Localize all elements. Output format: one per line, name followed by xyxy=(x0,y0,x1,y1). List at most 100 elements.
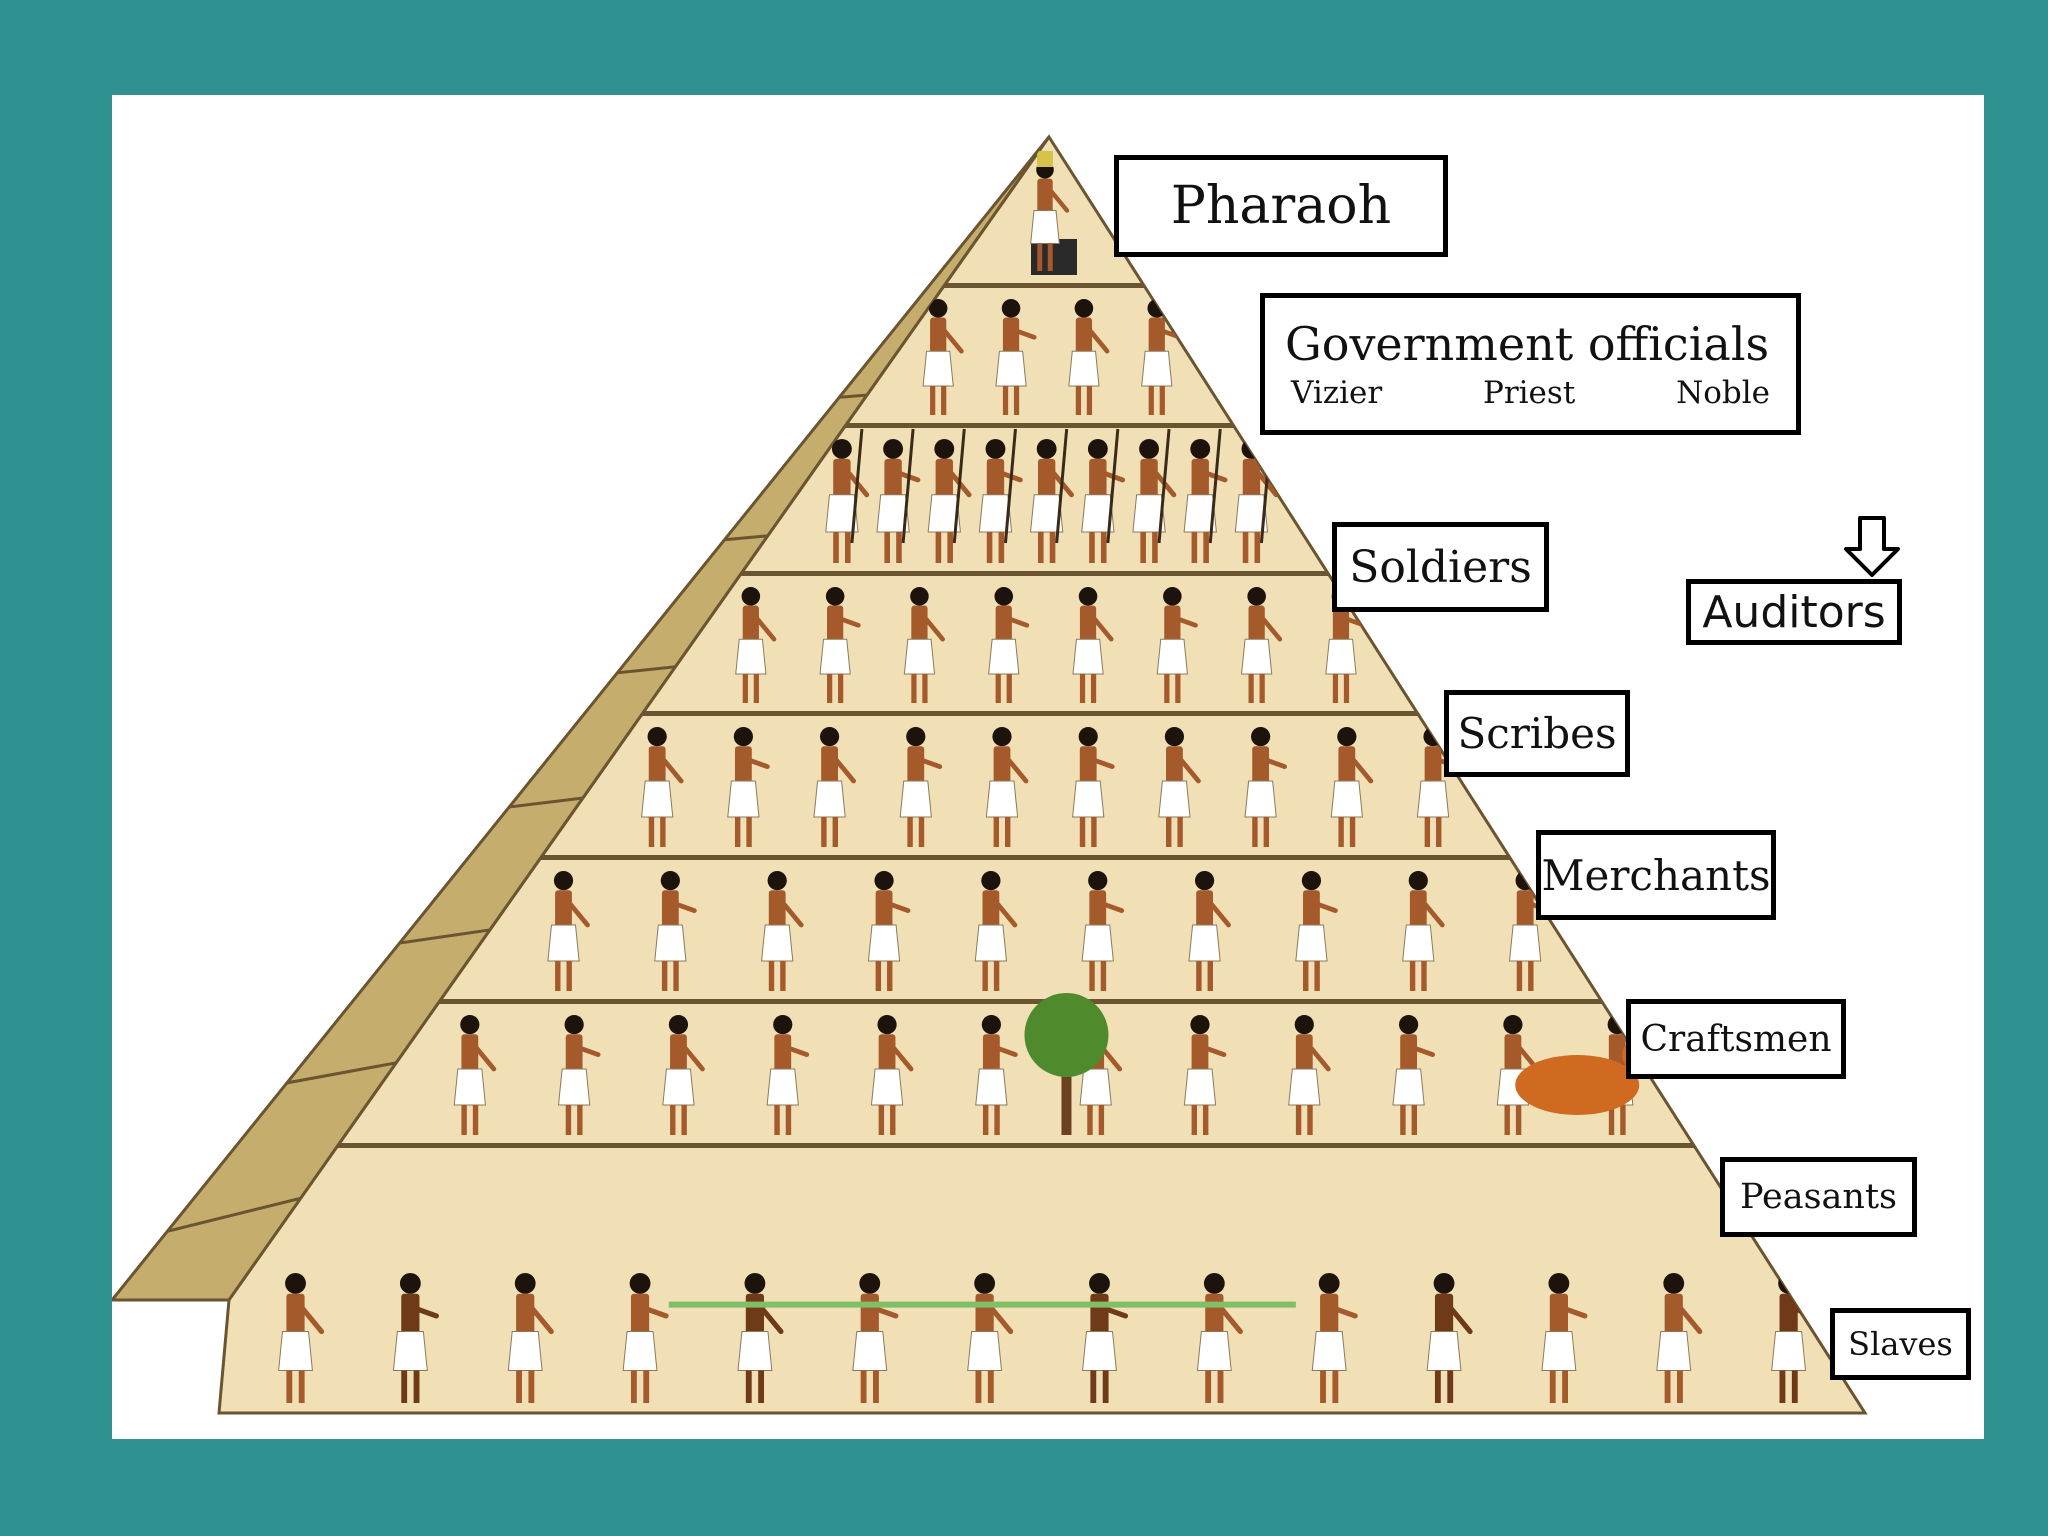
tier-label-text: Merchants xyxy=(1541,850,1771,900)
figure xyxy=(1081,871,1125,991)
figure xyxy=(975,1015,1018,1135)
figure xyxy=(825,439,870,563)
tier-divider-3 xyxy=(219,571,1865,576)
spear xyxy=(1003,428,1017,544)
tier-label-peasants: Peasants xyxy=(1720,1157,1917,1237)
tier-label-merchants: Merchants xyxy=(1536,830,1776,920)
figure xyxy=(1158,727,1201,847)
figure xyxy=(547,871,590,991)
figure xyxy=(557,1015,601,1135)
tier-label-craftsmen: Craftsmen xyxy=(1626,999,1846,1079)
yoke-pole xyxy=(668,1301,1296,1308)
spear xyxy=(901,428,915,544)
figure xyxy=(453,1015,497,1135)
figure xyxy=(974,871,1018,991)
figure xyxy=(662,1015,705,1135)
figure xyxy=(1196,1273,1243,1403)
figure xyxy=(988,587,1030,703)
tier-label-text: Craftsmen xyxy=(1640,1018,1832,1060)
role-vizier: Vizier xyxy=(1291,375,1383,411)
figure xyxy=(1241,587,1283,703)
pyramid-illustration xyxy=(112,134,1868,1415)
role-noble: Noble xyxy=(1676,375,1770,411)
figure xyxy=(1183,439,1228,563)
figure xyxy=(1330,727,1374,847)
spear xyxy=(1106,428,1120,544)
figure xyxy=(1392,1015,1436,1135)
figure xyxy=(1183,1015,1227,1135)
tier-divider-4 xyxy=(219,711,1865,716)
figure xyxy=(641,727,684,847)
tier-divider-7 xyxy=(219,1143,1865,1148)
tier-label-text: Soldiers xyxy=(1349,541,1532,593)
tier-label-soldiers: Soldiers xyxy=(1332,522,1549,612)
figure xyxy=(507,1273,554,1403)
tier-label-text: Pharaoh xyxy=(1170,176,1392,236)
figure xyxy=(1656,1273,1703,1403)
official-roles: Vizier Priest Noble xyxy=(1285,373,1776,413)
figure xyxy=(654,871,697,991)
tree-canopy xyxy=(1024,993,1109,1077)
role-priest: Priest xyxy=(1482,375,1576,411)
figure xyxy=(985,727,1029,847)
figure xyxy=(927,439,972,563)
figure xyxy=(1030,161,1070,271)
figure xyxy=(1288,1015,1331,1135)
figure xyxy=(1188,871,1231,991)
figure xyxy=(766,1015,810,1135)
figure xyxy=(819,587,861,703)
figure xyxy=(813,727,856,847)
figure xyxy=(1311,1273,1358,1403)
annotation-label-auditors: Auditors xyxy=(1686,579,1902,645)
spear xyxy=(1055,428,1069,544)
figure xyxy=(870,1015,914,1135)
figure xyxy=(735,587,777,703)
tier-divider-1 xyxy=(219,283,1865,288)
figure xyxy=(761,871,804,991)
crown xyxy=(1037,151,1053,167)
spear xyxy=(1157,428,1171,544)
tier-label-slaves: Slaves xyxy=(1830,1308,1971,1380)
diagram-panel: Pharaoh Government officials Vizier Prie… xyxy=(112,95,1984,1439)
tier-divider-5 xyxy=(219,855,1865,860)
tier-label-government-officials: Government officials Vizier Priest Noble xyxy=(1260,293,1801,435)
figure xyxy=(995,299,1037,415)
tier-label-text: Peasants xyxy=(1740,1177,1897,1217)
tier-label-text: Slaves xyxy=(1848,1325,1953,1363)
figure xyxy=(899,727,943,847)
figure xyxy=(1072,727,1115,847)
tier-label-pharaoh: Pharaoh xyxy=(1114,155,1448,257)
down-arrow-icon xyxy=(1844,516,1900,577)
figure xyxy=(922,299,964,415)
figure xyxy=(622,1273,669,1403)
spear xyxy=(850,428,864,544)
tier-divider-2 xyxy=(219,423,1865,428)
figure xyxy=(1072,587,1114,703)
tree-trunk xyxy=(1061,1065,1072,1135)
spear xyxy=(952,428,966,544)
figure xyxy=(278,1273,325,1403)
ox xyxy=(1515,1055,1640,1115)
figure xyxy=(978,439,1023,563)
figure xyxy=(1402,871,1445,991)
tier-label-text: Government officials xyxy=(1285,317,1770,371)
spear xyxy=(1208,428,1222,544)
figure xyxy=(1295,871,1338,991)
figure xyxy=(1244,727,1288,847)
figure xyxy=(1029,439,1074,563)
figure xyxy=(1156,587,1198,703)
figure xyxy=(867,871,911,991)
figure xyxy=(1068,299,1110,415)
shadow-block-seam xyxy=(112,393,869,457)
figure xyxy=(1426,1273,1473,1403)
pyramid-front-face xyxy=(217,134,1868,1415)
figure xyxy=(903,587,945,703)
shadow-block-seam xyxy=(112,533,778,597)
annotation-label-text: Auditors xyxy=(1702,586,1886,638)
figure xyxy=(727,727,770,847)
figure xyxy=(392,1273,439,1403)
figure xyxy=(1541,1273,1588,1403)
tier-label-text: Scribes xyxy=(1457,709,1617,758)
tier-label-scribes: Scribes xyxy=(1444,690,1630,777)
figure xyxy=(1081,439,1126,563)
